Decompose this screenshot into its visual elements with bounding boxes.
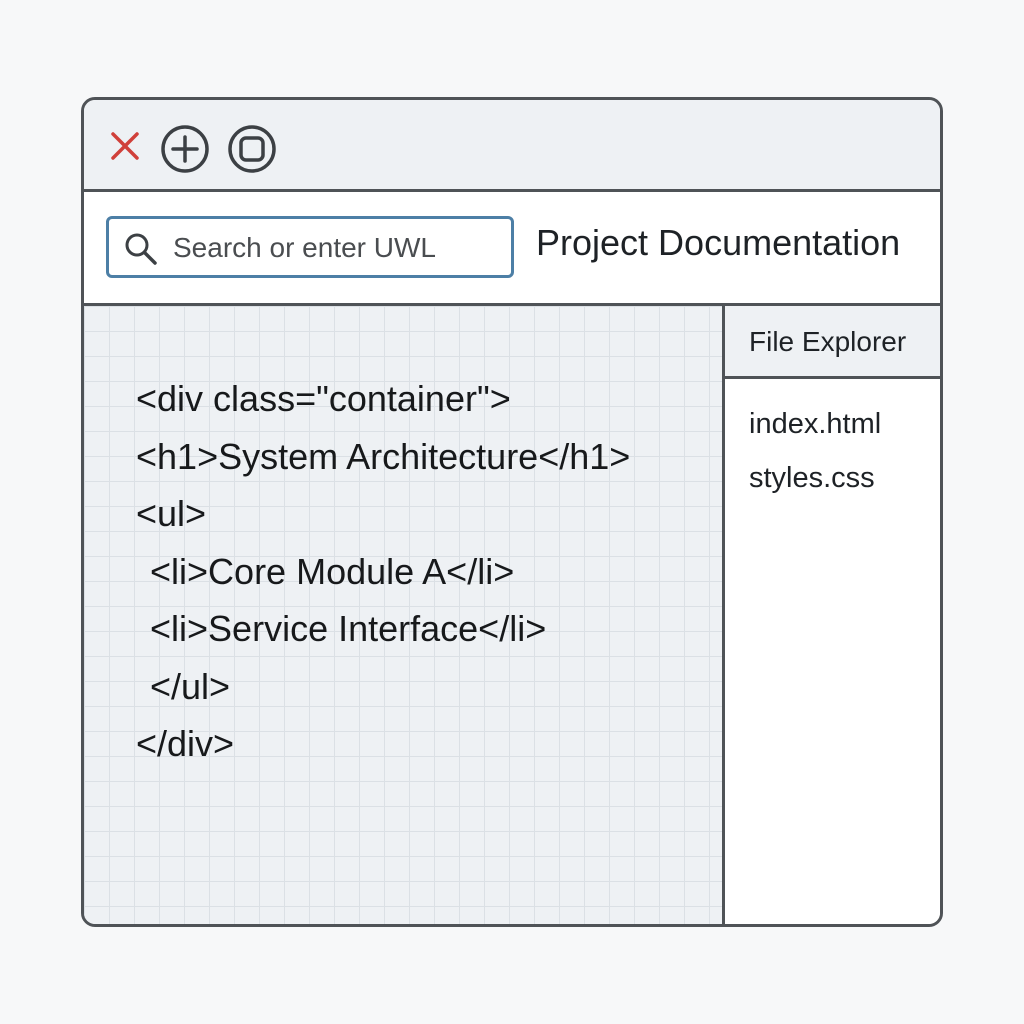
- file-explorer-title: File Explorer: [749, 326, 907, 357]
- code-line: <div class="container">: [136, 378, 511, 419]
- code-line: </ul>: [150, 665, 231, 707]
- file-item-styles-css[interactable]: styles.css: [749, 462, 875, 494]
- new-tab-button[interactable]: [160, 124, 209, 173]
- maximize-circle-icon: [228, 125, 276, 173]
- code-line: </div>: [136, 723, 235, 764]
- title-bar: [84, 100, 940, 192]
- code-lines: <div class="container"> <h1>System Archi…: [136, 370, 630, 773]
- code-line: <li>Service Interface</li>: [150, 608, 547, 649]
- browser-window: Project Documentation <div class="contai…: [81, 97, 943, 927]
- close-button[interactable]: [102, 124, 148, 170]
- address-toolbar: Project Documentation: [84, 192, 940, 306]
- code-editor[interactable]: <div class="container"> <h1>System Archi…: [84, 306, 725, 924]
- page-title: Project Documentation: [536, 222, 901, 263]
- file-list: index.html styles.css: [749, 397, 881, 505]
- file-explorer-header: File Explorer: [725, 306, 940, 379]
- file-explorer-panel: File Explorer index.html styles.css: [725, 306, 940, 924]
- search-input[interactable]: [171, 227, 505, 269]
- search-box[interactable]: [106, 216, 514, 278]
- code-line: <li>Core Module A</li>: [150, 550, 515, 592]
- code-line: <h1>System Architecture</h1>: [136, 435, 631, 477]
- close-icon: [111, 132, 139, 160]
- file-item-index-html[interactable]: index.html: [749, 408, 882, 440]
- code-line: <ul>: [136, 493, 207, 534]
- plus-circle-icon: [161, 125, 209, 173]
- search-icon: [125, 233, 157, 265]
- maximize-button[interactable]: [227, 124, 276, 173]
